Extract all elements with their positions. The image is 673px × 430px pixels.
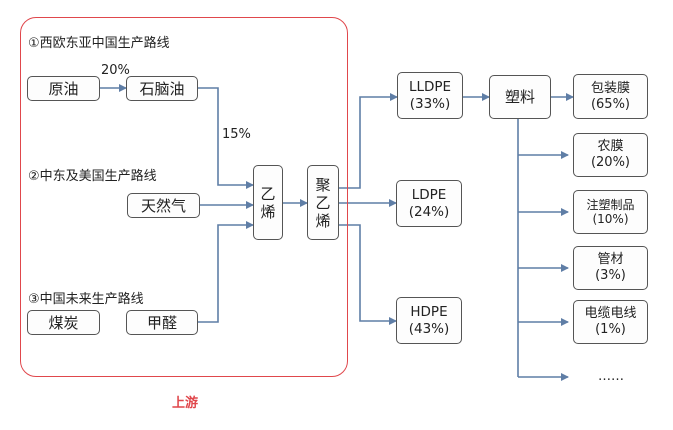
- route-label-west: ①西欧东亚中国生产路线: [28, 36, 170, 51]
- node-coal: 煤炭: [27, 310, 100, 335]
- node-pipe-share: (3%): [595, 268, 626, 283]
- node-ldpe-share: (24%): [408, 203, 450, 220]
- node-plastic: 塑料: [489, 75, 551, 119]
- node-hdpe: HDPE (43%): [396, 297, 462, 344]
- arrow-methanol-ethylene: [198, 221, 254, 323]
- node-hdpe-share: (43%): [408, 320, 450, 337]
- node-injection: 注塑制品 (10%): [573, 190, 648, 234]
- node-naphtha: 石脑油: [126, 76, 198, 101]
- node-agri-film: 农膜 (20%): [573, 133, 648, 177]
- node-packaging-film: 包装膜 (65%): [573, 74, 648, 119]
- node-injection-name: 注塑制品: [586, 197, 635, 212]
- node-pe-char-2: 乙: [315, 193, 331, 212]
- arrow-pe-lldpe: [339, 93, 398, 189]
- arrow-naphtha-ethylene: [198, 87, 254, 189]
- node-ethylene-char-2: 烯: [260, 202, 276, 221]
- arrow-pe-hdpe: [339, 224, 397, 325]
- node-cable-name: 电缆电线: [584, 306, 637, 322]
- node-crude-oil-text: 原油: [48, 79, 79, 98]
- node-ethylene: 乙 烯: [253, 165, 283, 240]
- node-film-name: 包装膜: [590, 80, 630, 96]
- node-polyethylene: 聚 乙 烯: [307, 165, 339, 240]
- node-cable: 电缆电线 (1%): [573, 300, 648, 344]
- node-injection-share: (10%): [592, 212, 629, 226]
- route-label-china: ③中国未来生产路线: [28, 292, 144, 307]
- node-crude-oil: 原油: [27, 76, 100, 101]
- node-pe-char-1: 聚: [315, 175, 331, 194]
- node-agri-share: (20%): [590, 155, 631, 170]
- node-ldpe-name: LDPE: [411, 187, 447, 204]
- edge-label-20: 20%: [101, 63, 130, 78]
- node-lldpe: LLDPE (33%): [397, 72, 463, 119]
- node-pipe-name: 管材: [597, 252, 624, 268]
- node-methanol-text: 甲醛: [146, 313, 177, 332]
- node-film-share: (65%): [590, 96, 631, 112]
- node-methanol: 甲醛: [126, 310, 198, 335]
- node-coal-text: 煤炭: [48, 313, 79, 332]
- node-lldpe-share: (33%): [409, 95, 451, 112]
- node-cable-share: (1%): [595, 322, 626, 337]
- node-agri-name: 农膜: [597, 139, 624, 155]
- node-ethylene-char-1: 乙: [260, 184, 276, 203]
- upstream-region: [20, 17, 348, 377]
- route-label-mideast: ②中东及美国生产路线: [28, 169, 157, 184]
- node-pe-char-3: 烯: [315, 211, 331, 230]
- upstream-label: 上游: [172, 396, 199, 411]
- node-plastic-text: 塑料: [504, 88, 535, 106]
- more-products-ellipsis: ……: [598, 369, 624, 384]
- node-lldpe-name: LLDPE: [408, 79, 452, 96]
- edge-label-15: 15%: [222, 127, 251, 142]
- node-pipe: 管材 (3%): [573, 246, 648, 290]
- node-natural-gas-text: 天然气: [140, 196, 186, 215]
- node-ldpe: LDPE (24%): [396, 180, 462, 227]
- node-naphtha-text: 石脑油: [139, 79, 185, 98]
- node-hdpe-name: HDPE: [410, 304, 448, 321]
- node-natural-gas: 天然气: [127, 193, 200, 218]
